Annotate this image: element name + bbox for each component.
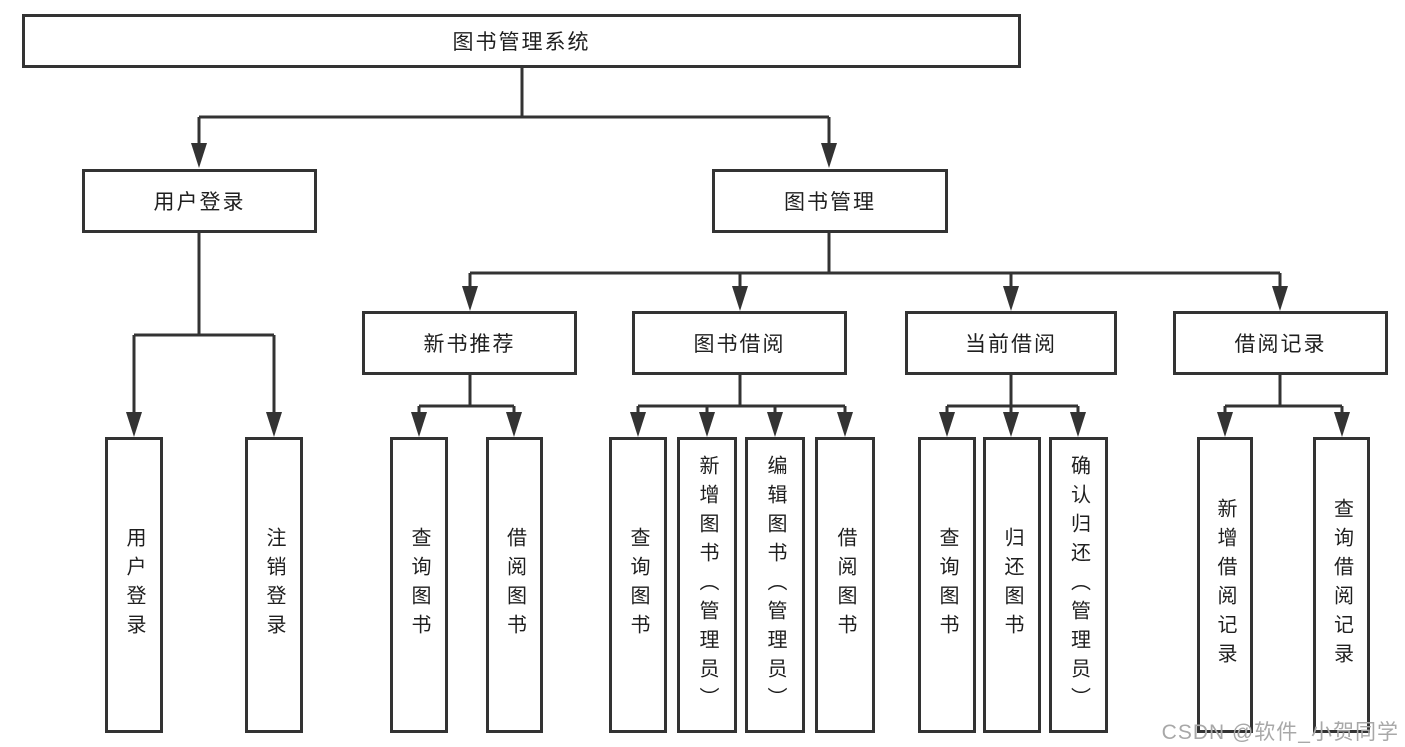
node-borrow-record-label: 借阅记录: [1234, 333, 1327, 356]
leaf-borrow-borrow-book-label: 借阅图书: [834, 527, 856, 643]
node-book-management: 图书管理: [712, 169, 948, 233]
leaf-current-query-book-label: 查询图书: [936, 527, 958, 643]
leaf-borrow-edit-book-admin-label: 编辑图书（管理员）: [764, 454, 786, 716]
connector-currentborrow-group: [945, 375, 1080, 414]
connector-bookmgmt-to-level3: [468, 233, 1282, 289]
leaf-user-login: 用户登录: [105, 437, 163, 733]
leaf-recommend-borrow-book-label: 借阅图书: [503, 527, 526, 643]
node-book-management-label: 图书管理: [784, 191, 876, 214]
leaf-borrow-query-book: 查询图书: [609, 437, 667, 733]
leaf-borrow-query-book-label: 查询图书: [627, 527, 649, 643]
leaf-record-query-borrow-record: 查询借阅记录: [1313, 437, 1370, 733]
node-current-borrow-label: 当前借阅: [965, 333, 1057, 356]
connector-userlogin-group: [132, 233, 276, 414]
leaf-current-confirm-return-admin: 确认归还（管理员）: [1049, 437, 1108, 733]
leaf-record-add-borrow-record-label: 新增借阅记录: [1214, 498, 1236, 672]
node-new-book-recommend-label: 新书推荐: [423, 333, 516, 356]
arrowheads-level2: [191, 143, 837, 168]
leaf-recommend-borrow-book: 借阅图书: [486, 437, 543, 733]
leaf-logout-label: 注销登录: [263, 527, 285, 643]
node-book-borrow-label: 图书借阅: [693, 333, 786, 356]
node-current-borrow: 当前借阅: [905, 311, 1117, 375]
leaf-current-query-book: 查询图书: [918, 437, 976, 733]
leaf-borrow-add-book-admin: 新增图书（管理员）: [677, 437, 737, 733]
leaf-borrow-borrow-book: 借阅图书: [815, 437, 875, 733]
node-root: 图书管理系统: [22, 14, 1021, 68]
node-book-borrow: 图书借阅: [632, 311, 847, 375]
connector-bookborrow-group: [636, 375, 847, 414]
node-borrow-record: 借阅记录: [1173, 311, 1388, 375]
connector-newbook-group: [417, 375, 516, 414]
node-new-book-recommend: 新书推荐: [362, 311, 577, 375]
leaf-record-add-borrow-record: 新增借阅记录: [1197, 437, 1253, 733]
node-root-label: 图书管理系统: [452, 31, 591, 54]
leaf-current-confirm-return-admin-label: 确认归还（管理员）: [1067, 454, 1090, 716]
connector-borrowrecord-group: [1223, 375, 1344, 414]
leaf-recommend-query-book: 查询图书: [390, 437, 448, 733]
leaf-recommend-query-book-label: 查询图书: [408, 527, 430, 643]
leaf-current-return-book-label: 归还图书: [1001, 527, 1023, 643]
leaf-borrow-edit-book-admin: 编辑图书（管理员）: [745, 437, 805, 733]
node-user-login-label: 用户登录: [153, 191, 246, 214]
leaf-user-login-label: 用户登录: [123, 527, 145, 643]
node-user-login: 用户登录: [82, 169, 317, 233]
leaf-record-query-borrow-record-label: 查询借阅记录: [1330, 498, 1353, 672]
connector-root-to-level2: [197, 68, 831, 146]
leaf-current-return-book: 归还图书: [983, 437, 1041, 733]
leaf-borrow-add-book-admin-label: 新增图书（管理员）: [696, 454, 718, 716]
leaf-logout: 注销登录: [245, 437, 303, 733]
arrowheads-level4: [126, 412, 1350, 437]
csdn-watermark: CSDN @软件_小贺同学: [1161, 721, 1399, 744]
arrowheads-level3: [462, 286, 1288, 311]
